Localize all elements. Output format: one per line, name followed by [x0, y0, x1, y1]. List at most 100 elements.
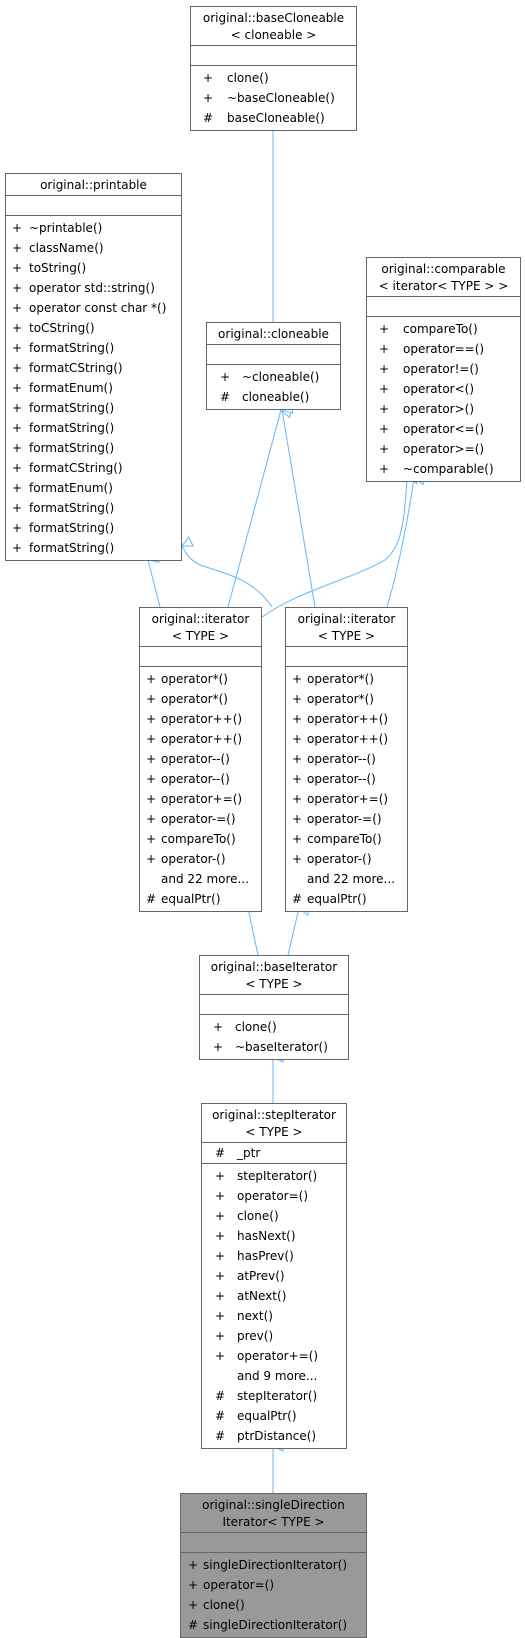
member-row[interactable]: +operator+=() — [140, 789, 261, 809]
member-row[interactable]: +operator-() — [286, 849, 407, 869]
member-row[interactable]: +formatCString() — [6, 458, 181, 478]
member-row[interactable]: +clone() — [191, 68, 356, 88]
visibility-marker: + — [291, 812, 303, 826]
member-row[interactable]: and 9 more... — [202, 1366, 346, 1386]
member-row[interactable]: +formatString() — [6, 338, 181, 358]
member-row[interactable]: +formatCString() — [6, 358, 181, 378]
member-row[interactable]: +operator-=() — [140, 809, 261, 829]
member-row[interactable]: +formatEnum() — [6, 478, 181, 498]
member-row[interactable]: #equalPtr() — [140, 889, 261, 909]
member-row[interactable]: +operator--() — [140, 769, 261, 789]
member-row[interactable]: #_ptr — [202, 1143, 346, 1163]
member-row[interactable]: +operator++() — [140, 729, 261, 749]
member-row[interactable]: +singleDirectionIterator() — [181, 1555, 366, 1575]
member-row[interactable]: +~baseCloneable() — [191, 88, 356, 108]
class-box-printable[interactable]: original::printable +~printable()+classN… — [5, 173, 182, 561]
member-row[interactable]: #equalPtr() — [286, 889, 407, 909]
member-row[interactable]: +operator=() — [202, 1186, 346, 1206]
member-row[interactable]: +~comparable() — [367, 459, 520, 479]
member-row[interactable]: +operator*() — [286, 689, 407, 709]
methods-section: +clone()+~baseIterator() — [200, 1014, 348, 1059]
member-row[interactable]: +~baseIterator() — [200, 1037, 348, 1057]
class-box-singledirectioniterator[interactable]: original::singleDirection Iterator< TYPE… — [180, 1493, 367, 1638]
member-row[interactable]: +toCString() — [6, 318, 181, 338]
member-row[interactable]: +operator*() — [286, 669, 407, 689]
member-row[interactable]: +hasPrev() — [202, 1246, 346, 1266]
member-row[interactable]: +next() — [202, 1306, 346, 1326]
visibility-marker: + — [11, 341, 23, 355]
visibility-marker: + — [11, 321, 23, 335]
member-row[interactable]: +~printable() — [6, 218, 181, 238]
member-row[interactable]: +compareTo() — [140, 829, 261, 849]
member-row[interactable]: +operator*() — [140, 669, 261, 689]
member-row[interactable]: #stepIterator() — [202, 1386, 346, 1406]
member-row[interactable]: +operator-=() — [286, 809, 407, 829]
member-row[interactable]: +formatString() — [6, 498, 181, 518]
member-row[interactable]: +operator==() — [367, 339, 520, 359]
member-row[interactable]: #ptrDistance() — [202, 1426, 346, 1446]
member-row[interactable]: +operator!=() — [367, 359, 520, 379]
member-row[interactable]: +operator++() — [286, 709, 407, 729]
member-row[interactable]: +hasNext() — [202, 1226, 346, 1246]
methods-section: +clone()+~baseCloneable()#baseCloneable(… — [191, 65, 356, 130]
member-row[interactable]: +formatString() — [6, 518, 181, 538]
member-row[interactable]: +formatEnum() — [6, 378, 181, 398]
member-row[interactable]: +operator+=() — [286, 789, 407, 809]
visibility-marker: + — [145, 792, 157, 806]
member-name: compareTo() — [307, 832, 382, 846]
class-box-comparable[interactable]: original::comparable < iterator< TYPE > … — [366, 257, 521, 482]
class-box-baseiterator[interactable]: original::baseIterator < TYPE > +clone()… — [199, 955, 349, 1060]
member-row[interactable]: +formatString() — [6, 418, 181, 438]
member-row[interactable]: +clone() — [200, 1017, 348, 1037]
member-row[interactable]: +stepIterator() — [202, 1166, 346, 1186]
class-box-cloneable[interactable]: original::cloneable +~cloneable()#clonea… — [206, 322, 341, 410]
class-box-iterator-1[interactable]: original::iterator < TYPE > +operator*()… — [139, 607, 262, 912]
member-row[interactable]: +toString() — [6, 258, 181, 278]
class-box-iterator-2[interactable]: original::iterator < TYPE > +operator*()… — [285, 607, 408, 912]
member-row[interactable]: +operator const char *() — [6, 298, 181, 318]
member-row[interactable]: +operator--() — [286, 769, 407, 789]
member-row[interactable]: +operator=() — [181, 1575, 366, 1595]
member-row[interactable]: +clone() — [181, 1595, 366, 1615]
member-row[interactable]: +compareTo() — [367, 319, 520, 339]
member-row[interactable]: +operator++() — [286, 729, 407, 749]
member-row[interactable]: #baseCloneable() — [191, 108, 356, 128]
member-row[interactable]: +formatString() — [6, 438, 181, 458]
member-row[interactable]: +clone() — [202, 1206, 346, 1226]
member-row[interactable]: +operator>=() — [367, 439, 520, 459]
visibility-marker: + — [145, 732, 157, 746]
member-row[interactable]: +formatString() — [6, 398, 181, 418]
member-row[interactable]: +operator--() — [140, 749, 261, 769]
member-row[interactable]: #equalPtr() — [202, 1406, 346, 1426]
member-row[interactable]: +operator<=() — [367, 419, 520, 439]
class-box-basecloneable[interactable]: original::baseCloneable < cloneable > +c… — [190, 6, 357, 131]
member-row[interactable]: +operator*() — [140, 689, 261, 709]
member-row[interactable]: +atPrev() — [202, 1266, 346, 1286]
member-row[interactable]: +atNext() — [202, 1286, 346, 1306]
member-row[interactable]: +formatString() — [6, 538, 181, 558]
member-row[interactable]: +operator--() — [286, 749, 407, 769]
visibility-marker: # — [214, 1409, 226, 1423]
member-row[interactable]: +operator<() — [367, 379, 520, 399]
edge-baseiterator-to-iterator2 — [287, 908, 299, 956]
member-name: next() — [237, 1309, 273, 1323]
member-row[interactable]: +operator-() — [140, 849, 261, 869]
member-row[interactable]: +operator+=() — [202, 1346, 346, 1366]
class-box-stepiterator[interactable]: original::stepIterator < TYPE > #_ptr +s… — [201, 1103, 347, 1449]
member-row[interactable]: +compareTo() — [286, 829, 407, 849]
visibility-marker: + — [214, 1289, 226, 1303]
member-row[interactable]: +operator std::string() — [6, 278, 181, 298]
member-row[interactable]: +operator>() — [367, 399, 520, 419]
visibility-marker: + — [11, 221, 23, 235]
member-row[interactable]: +className() — [6, 238, 181, 258]
member-row[interactable]: #singleDirectionIterator() — [181, 1615, 366, 1635]
visibility-marker: + — [214, 1209, 226, 1223]
member-row[interactable]: #cloneable() — [207, 387, 340, 407]
member-row[interactable]: and 22 more... — [286, 869, 407, 889]
member-name: formatEnum() — [29, 381, 113, 395]
member-row[interactable]: +prev() — [202, 1326, 346, 1346]
member-row[interactable]: and 22 more... — [140, 869, 261, 889]
member-row[interactable]: +operator++() — [140, 709, 261, 729]
member-name: operator*() — [307, 672, 374, 686]
member-row[interactable]: +~cloneable() — [207, 367, 340, 387]
